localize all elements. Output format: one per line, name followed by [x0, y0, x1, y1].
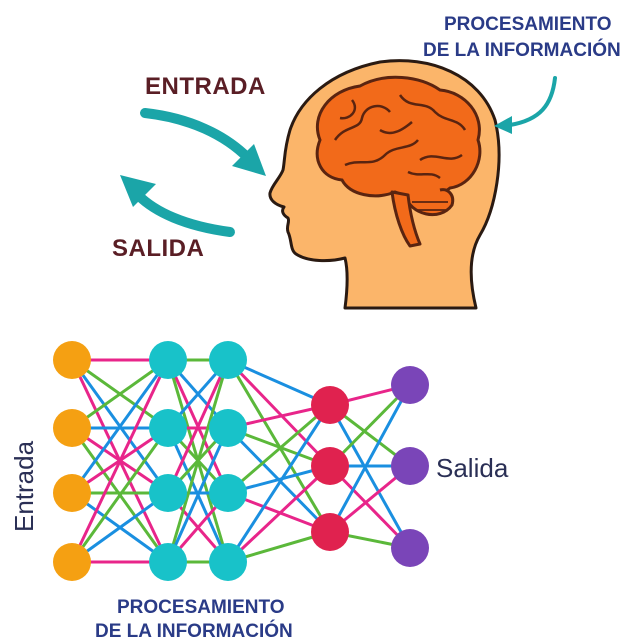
- brain-processing-label-line1: PROCESAMIENTO: [444, 14, 612, 35]
- network-node-layer-1: [53, 543, 91, 581]
- network-edge: [226, 358, 332, 468]
- network-node-layer-2: [149, 341, 187, 379]
- network-nodes: [53, 341, 429, 581]
- network-processing-label-line2: DE LA INFORMACIÓN: [95, 620, 293, 641]
- network-edge: [166, 427, 230, 563]
- network-node-layer-3: [209, 543, 247, 581]
- output-arrow-icon: [120, 175, 235, 237]
- network-node-layer-3: [209, 341, 247, 379]
- network-input-label: Entrada: [9, 440, 39, 532]
- network-edge: [328, 464, 412, 550]
- network-node-layer-4: [311, 447, 349, 485]
- network-node-layer-1: [53, 341, 91, 379]
- brain-processing-label-line2: DE LA INFORMACIÓN: [423, 39, 621, 61]
- network-processing-label-line1: PROCESAMIENTO: [117, 597, 285, 618]
- network-node-layer-2: [149, 474, 187, 512]
- network-node-layer-4: [311, 386, 349, 424]
- network-node-layer-3: [209, 474, 247, 512]
- network-node-layer-2: [149, 409, 187, 447]
- network-edge: [226, 464, 332, 564]
- network-edge: [70, 427, 170, 563]
- network-node-layer-5: [391, 447, 429, 485]
- input-arrow-icon: [140, 108, 266, 176]
- network-edge: [328, 384, 412, 533]
- network-node-layer-5: [391, 366, 429, 404]
- brain-output-label: SALIDA: [112, 235, 204, 262]
- network-edge: [226, 404, 332, 563]
- network-edges: [70, 358, 412, 564]
- network-edge: [70, 359, 170, 563]
- network-node-layer-1: [53, 474, 91, 512]
- network-edge: [71, 358, 169, 430]
- network-node-layer-4: [311, 513, 349, 551]
- network-edge: [71, 491, 169, 564]
- brain-input-label: ENTRADA: [145, 73, 266, 100]
- network-node-layer-1: [53, 409, 91, 447]
- network-edge: [328, 404, 412, 549]
- network-edge: [166, 359, 230, 563]
- network-node-layer-3: [209, 409, 247, 447]
- network-output-label: Salida: [436, 453, 509, 483]
- network-panel: Entrada Salida PROCESAMIENTO DE LA INFOR…: [9, 341, 509, 641]
- network-edge: [227, 403, 331, 495]
- brain-illustration: [315, 75, 482, 248]
- brain-panel: ENTRADA SALIDA PROCESAMIENTO DE LA INFOR…: [112, 14, 621, 310]
- network-edge: [166, 359, 230, 494]
- processing-pointer-icon: [494, 76, 557, 134]
- network-edge: [70, 359, 170, 494]
- network-node-layer-2: [149, 543, 187, 581]
- network-node-layer-5: [391, 529, 429, 567]
